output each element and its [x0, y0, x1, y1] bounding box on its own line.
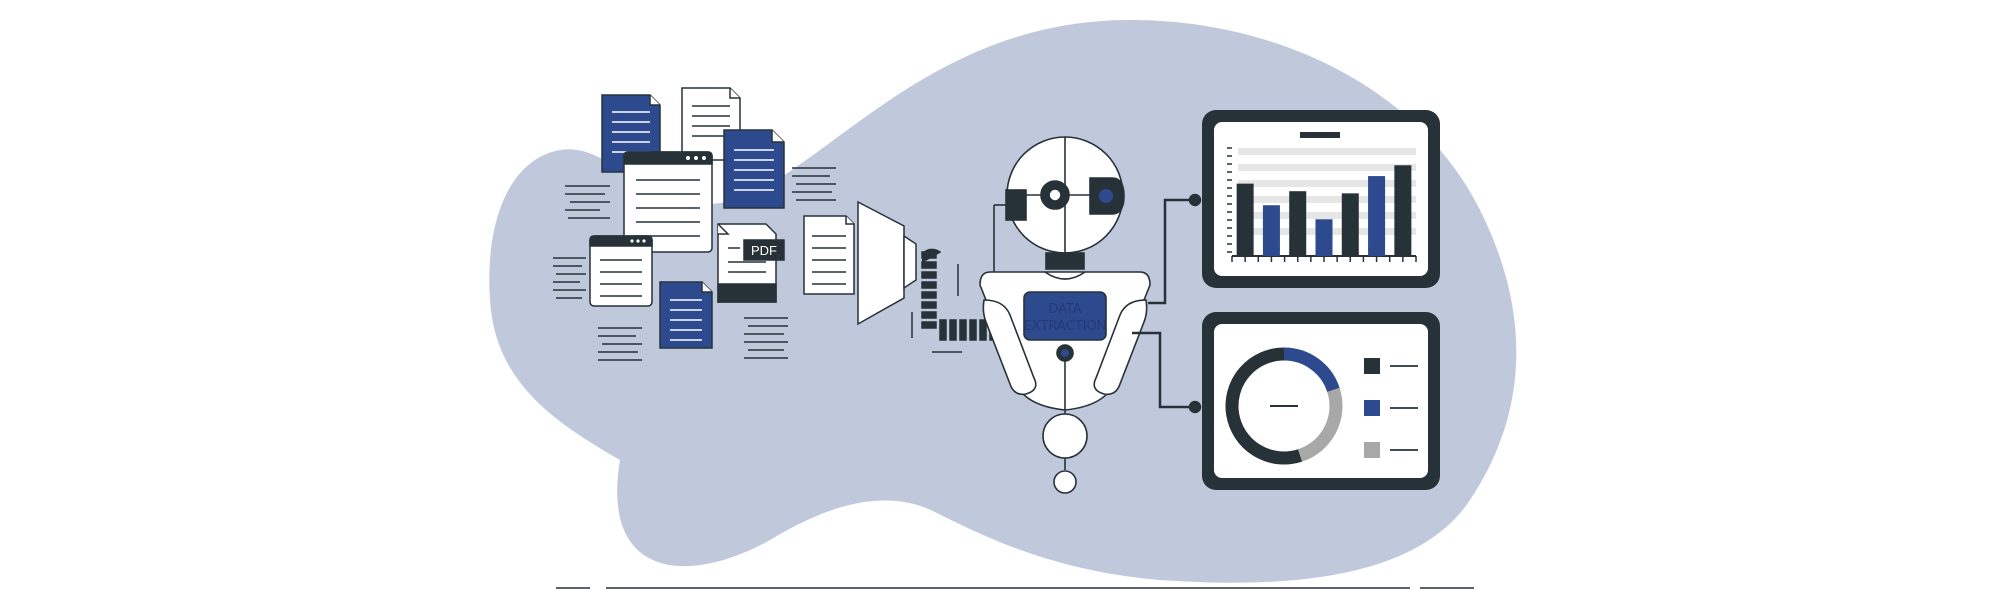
text-lines-decoration — [553, 167, 836, 361]
donut-chart-panel — [1202, 312, 1440, 490]
grid-stripe — [1238, 196, 1416, 203]
grid-stripe — [1238, 180, 1416, 187]
bar — [1236, 183, 1254, 256]
browser-window-icon — [623, 151, 713, 253]
pdf-file-icon: PDF — [717, 223, 785, 303]
bar-chart-title-bar — [1300, 132, 1340, 138]
grid-stripe — [1238, 164, 1416, 171]
bar-chart — [1227, 147, 1417, 262]
legend-swatch — [1364, 442, 1380, 458]
document-icon — [723, 129, 785, 209]
donut-slice — [1225, 347, 1303, 465]
donut-slice — [1283, 347, 1340, 393]
connector-lines — [1132, 193, 1202, 414]
donut-slice — [1297, 387, 1343, 462]
bar — [1368, 176, 1386, 256]
grid-stripe — [1238, 212, 1416, 219]
bar — [1341, 193, 1359, 256]
legend-swatch — [1364, 400, 1380, 416]
documents-cluster: PDF — [589, 87, 785, 349]
browser-window-icon — [589, 235, 653, 307]
bar — [1315, 219, 1333, 256]
chip-label-line2: EXTRACTION — [1024, 319, 1107, 334]
document-icon — [659, 281, 713, 349]
robot-icon: DATA EXTRACTION — [979, 136, 1151, 494]
legend-swatch — [1364, 358, 1380, 374]
donut-legend — [1364, 358, 1418, 458]
pdf-label: PDF — [751, 243, 777, 258]
grid-stripe — [1238, 148, 1416, 155]
coiled-pipe — [921, 251, 997, 341]
chip-label-line1: DATA — [1048, 302, 1082, 317]
donut-chart — [1225, 347, 1343, 465]
bar — [1394, 165, 1412, 256]
bar-chart-panel — [1202, 110, 1440, 288]
bar — [1262, 205, 1280, 256]
funnel-icon — [803, 200, 997, 353]
bar — [1289, 191, 1307, 256]
